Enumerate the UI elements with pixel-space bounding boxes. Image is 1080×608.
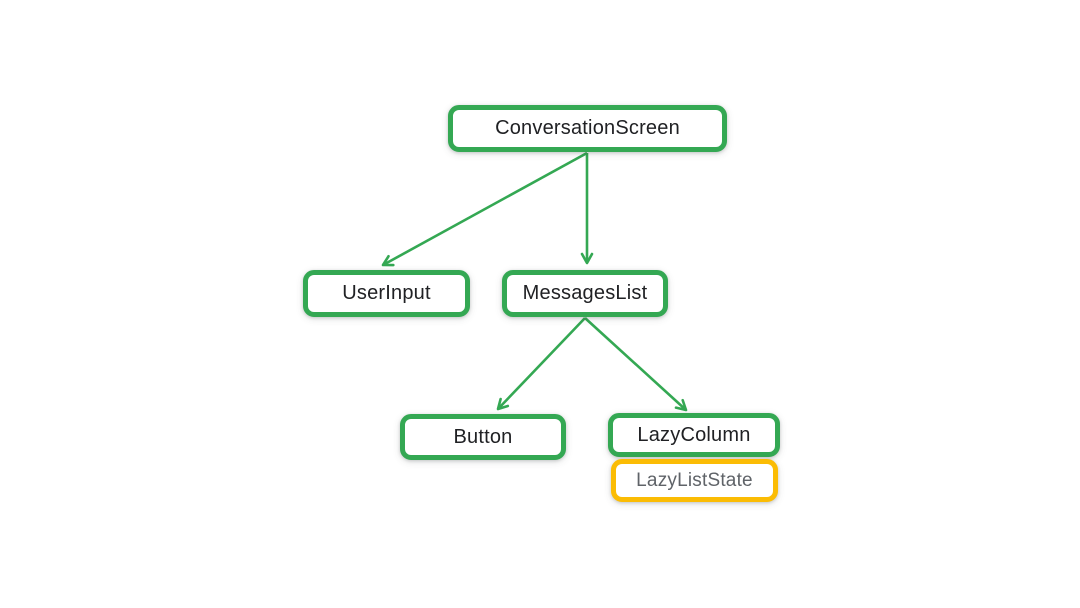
- node-button: Button: [400, 414, 566, 460]
- node-user-input-label: UserInput: [342, 282, 431, 304]
- node-lazy-column: LazyColumn: [608, 413, 780, 457]
- node-user-input: UserInput: [303, 270, 470, 317]
- node-lazy-list-state: LazyListState: [611, 459, 778, 502]
- node-messages-list-label: MessagesList: [522, 282, 648, 304]
- node-messages-list: MessagesList: [502, 270, 668, 317]
- node-lazy-list-state-label: LazyListState: [636, 469, 753, 491]
- node-lazy-column-label: LazyColumn: [637, 423, 751, 446]
- edge-messageslist-button: [496, 317, 586, 411]
- edge-conversationscreen-userinput: [381, 151, 588, 267]
- node-conversation-screen-label: ConversationScreen: [495, 117, 680, 139]
- node-button-label: Button: [453, 425, 513, 448]
- node-conversation-screen: ConversationScreen: [448, 105, 727, 152]
- edge-messageslist-lazycolumn: [584, 317, 688, 412]
